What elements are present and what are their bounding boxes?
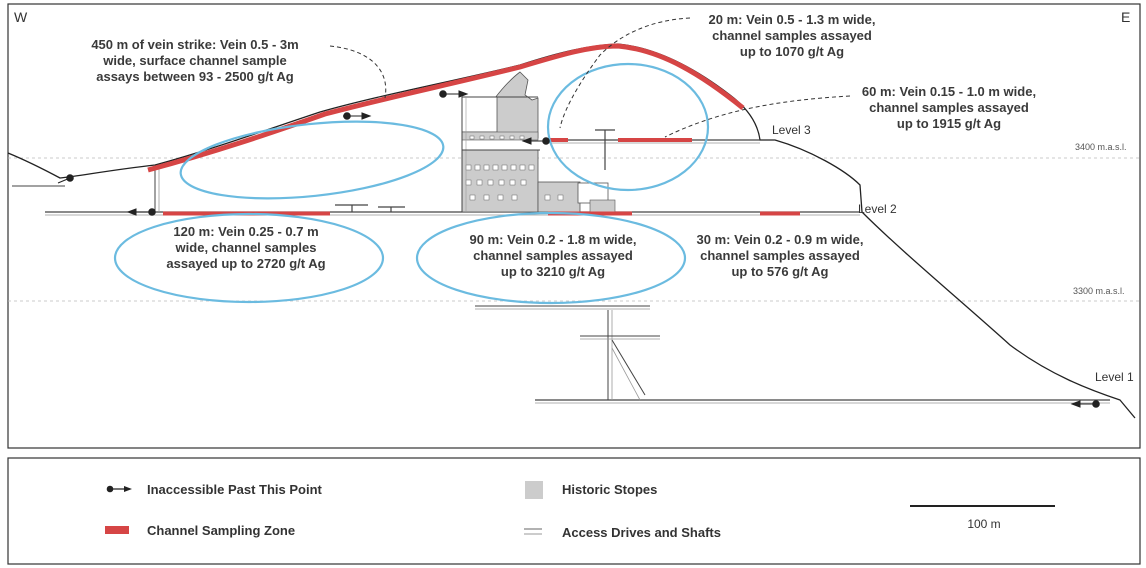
svg-text:channel samples assayed: channel samples assayed [712, 28, 872, 43]
annotation-20m: 20 m: Vein 0.5 - 1.3 m wide, channel sam… [709, 12, 876, 59]
svg-text:up to 1070 g/t Ag: up to 1070 g/t Ag [740, 44, 844, 59]
leader-lines [329, 17, 851, 138]
annotation-30m: 30 m: Vein 0.2 - 0.9 m wide, channel sam… [697, 232, 864, 279]
svg-text:450 m of vein strike: Vein 0.5: 450 m of vein strike: Vein 0.5 - 3m [91, 37, 298, 52]
svg-text:assayed up to 2720 g/t Ag: assayed up to 2720 g/t Ag [166, 256, 325, 271]
svg-text:up to 1915 g/t Ag: up to 1915 g/t Ag [897, 116, 1001, 131]
svg-text:channel samples assayed: channel samples assayed [473, 248, 633, 263]
east-label: E [1121, 9, 1130, 25]
section-frame [7, 3, 1141, 449]
inaccessible-markers [57, 90, 1100, 408]
elevation-label-3300: 3300 m.a.s.l. [1073, 286, 1125, 296]
level2-label: Level 2 [858, 202, 897, 216]
legend-stopes-label: Historic Stopes [562, 482, 657, 497]
svg-text:wide, surface channel sample: wide, surface channel sample [102, 53, 287, 68]
svg-text:30 m: Vein 0.2 - 0.9 m wide,: 30 m: Vein 0.2 - 0.9 m wide, [697, 232, 864, 247]
elevation-label-3400: 3400 m.a.s.l. [1075, 142, 1127, 152]
legend-channel-label: Channel Sampling Zone [147, 523, 295, 538]
west-label: W [14, 9, 28, 25]
svg-text:wide, channel samples: wide, channel samples [175, 240, 317, 255]
level3-label: Level 3 [772, 123, 811, 137]
svg-text:channel samples assayed: channel samples assayed [700, 248, 860, 263]
historic-stopes [461, 71, 616, 213]
legend-inaccessible-symbol [106, 485, 132, 493]
annotation-60m: 60 m: Vein 0.15 - 1.0 m wide, channel sa… [862, 84, 1036, 131]
legend-frame [7, 457, 1141, 565]
level1-label: Level 1 [1095, 370, 1134, 384]
legend-stopes-symbol [525, 481, 543, 499]
legend-channel-symbol [105, 526, 129, 534]
legend: Inaccessible Past This Point Channel Sam… [105, 481, 1055, 540]
svg-text:up to 3210 g/t Ag: up to 3210 g/t Ag [501, 264, 605, 279]
annotation-90m: 90 m: Vein 0.2 - 1.8 m wide, channel sam… [470, 232, 637, 279]
annotation-120m: 120 m: Vein 0.25 - 0.7 m wide, channel s… [166, 224, 325, 271]
svg-text:120 m: Vein 0.25 - 0.7 m: 120 m: Vein 0.25 - 0.7 m [173, 224, 318, 239]
svg-text:up to 576 g/t Ag: up to 576 g/t Ag [731, 264, 828, 279]
annotation-strike: 450 m of vein strike: Vein 0.5 - 3m wide… [91, 37, 298, 84]
svg-text:20 m: Vein 0.5 - 1.3 m wide,: 20 m: Vein 0.5 - 1.3 m wide, [709, 12, 876, 27]
svg-text:90 m: Vein 0.2 - 1.8 m wide,: 90 m: Vein 0.2 - 1.8 m wide, [470, 232, 637, 247]
surface-channel-zone [147, 43, 745, 173]
legend-drives-symbol [524, 528, 542, 535]
svg-text:channel samples assayed: channel samples assayed [869, 100, 1029, 115]
legend-drives-label: Access Drives and Shafts [562, 525, 721, 540]
svg-text:assays between 93 - 2500 g/t A: assays between 93 - 2500 g/t Ag [96, 69, 294, 84]
svg-text:60 m: Vein 0.15 - 1.0 m wide,: 60 m: Vein 0.15 - 1.0 m wide, [862, 84, 1036, 99]
scale-label: 100 m [967, 517, 1000, 531]
legend-inaccessible-label: Inaccessible Past This Point [147, 482, 323, 497]
sampling-ellipses [113, 62, 710, 305]
